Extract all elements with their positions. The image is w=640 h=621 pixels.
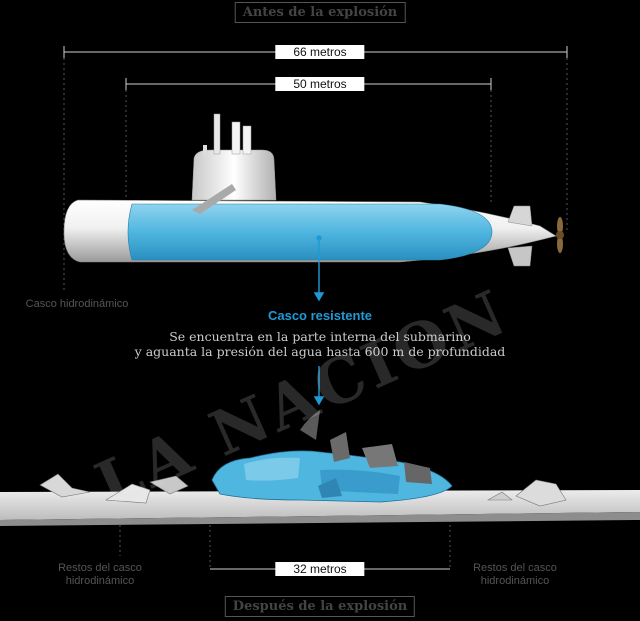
debris-left [39,473,189,504]
header-after-explosion: Después de la explosión [224,596,416,617]
arrow-down-2 [313,366,325,406]
propeller-icon [556,217,564,253]
pressure-hull-description: Se encuentra en la parte interna del sub… [0,329,640,359]
debris-right [486,479,567,507]
mast-3 [242,125,252,155]
dimension-label-pressure-hull: 50 metros [275,77,365,91]
header-before-explosion: Antes de la explosión [234,2,406,23]
sail-plane [192,184,236,214]
label-hydrodynamic-hull: Casco hidrodinámico [25,298,129,310]
wreck [211,410,453,503]
submarine-before [63,113,564,267]
description-line-2: y aguanta la presión del agua hasta 600 … [134,344,506,359]
tail-fin-bottom [507,245,533,267]
mast-4 [203,145,207,155]
seabed [0,490,640,526]
conning-tower [191,149,277,201]
dimension-label-total: 66 metros [275,45,365,59]
dimension-label-debris: 32 metros [275,562,365,576]
mast-2 [231,121,241,155]
pressure-hull-title: Casco resistente [267,308,373,323]
tail-fin-top [507,205,533,227]
description-line-1: Se encuentra en la parte interna del sub… [169,329,471,344]
mast-1 [213,113,221,155]
label-debris-left: Restos del casco hidrodinámico [58,562,142,587]
arrow-down-1 [313,235,325,302]
label-debris-right: Restos del casco hidrodinámico [473,562,557,587]
pressure-hull [127,203,493,261]
